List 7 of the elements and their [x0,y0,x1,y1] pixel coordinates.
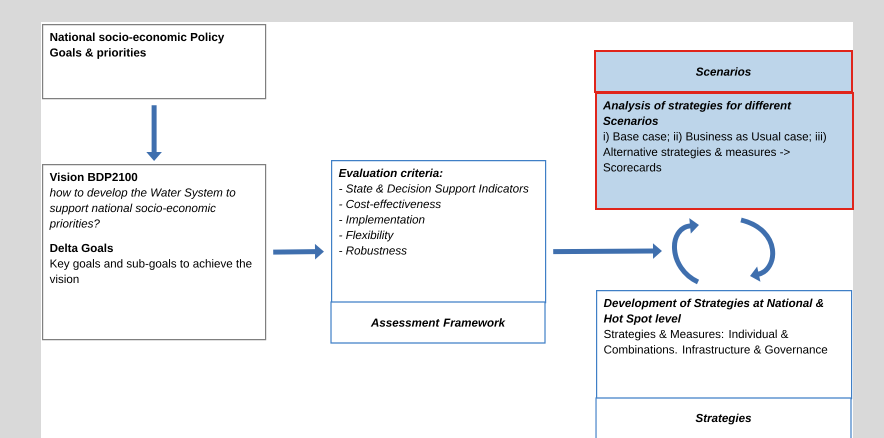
block-arrow [740,218,776,282]
framework-band: Assessment Framework [330,301,546,344]
vision-box: Vision BDP2100 how to develop the Water System to support national socio-economic priorities? Delta Goals Key goals and sub-goals to achieve the vision [42,164,266,340]
block-arrow [672,218,700,284]
goal-box: National socio-economic Policy Goals & priorities [42,24,266,100]
scenario-band: Scenarios [594,50,853,93]
strategies-band: Strategies [595,397,852,438]
